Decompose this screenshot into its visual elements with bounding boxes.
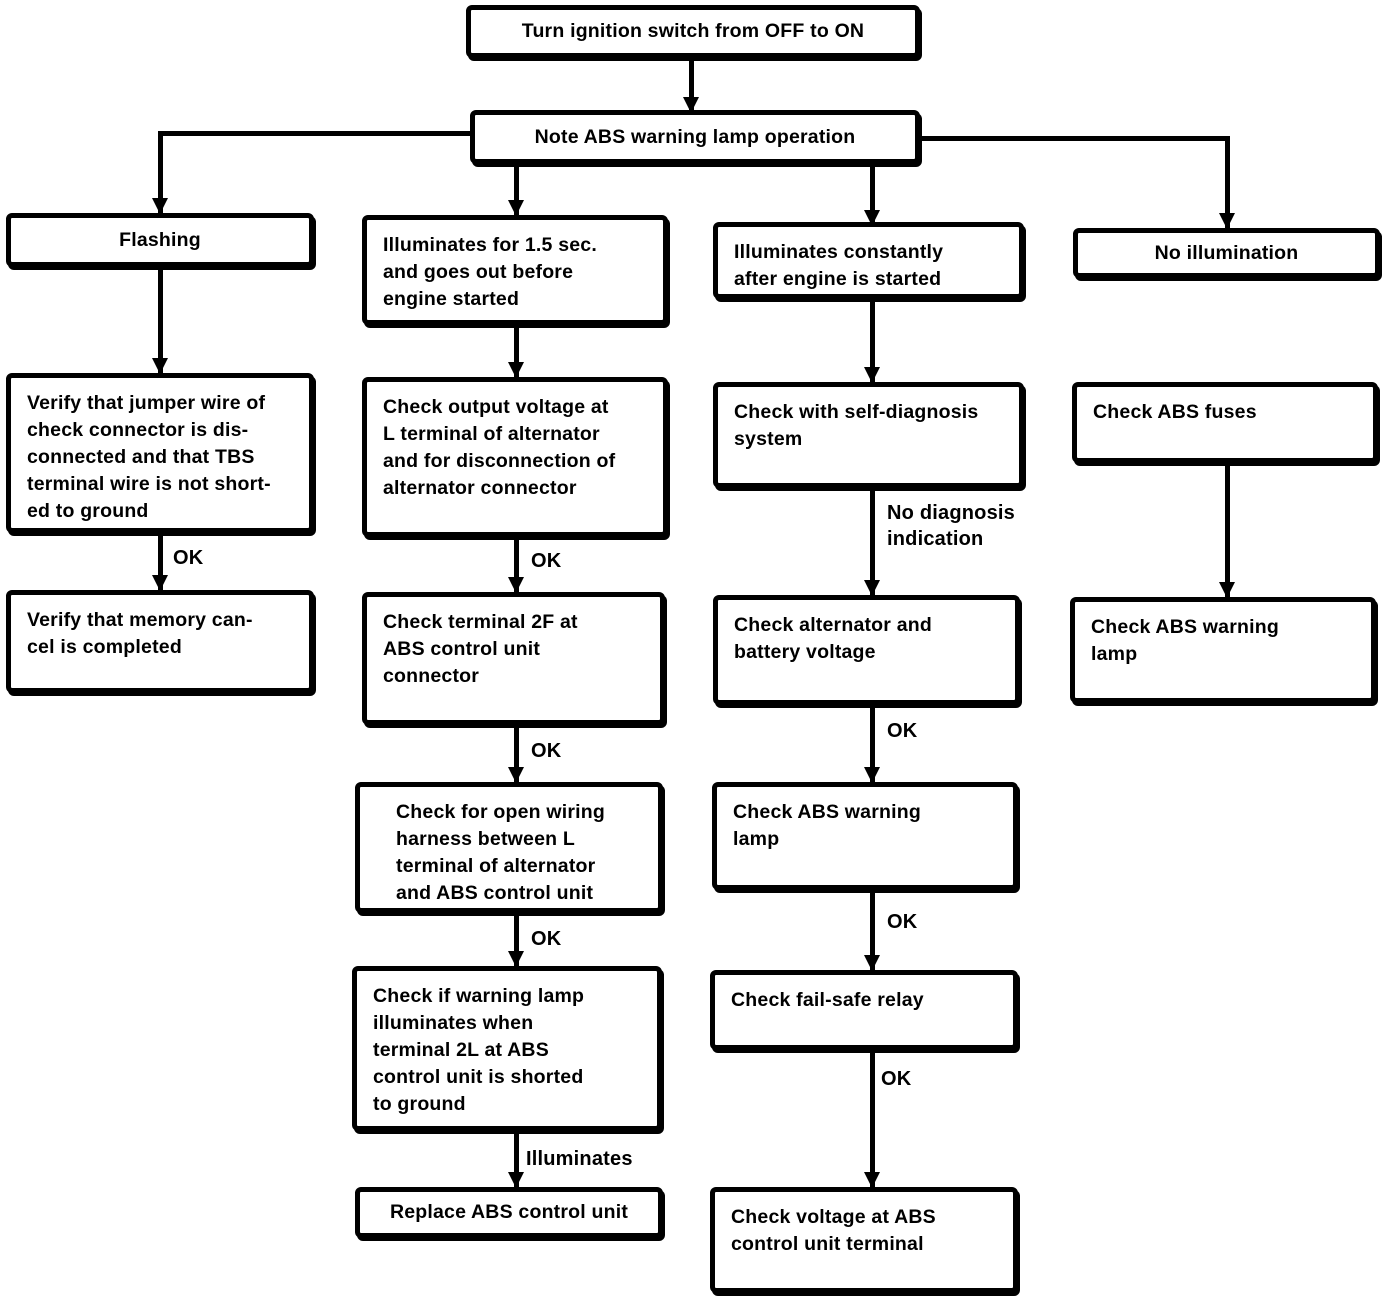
- connector-line: [870, 890, 875, 970]
- connector-line: [158, 533, 163, 590]
- flow-node-check-self-diagnosis: Check with self-diagnosis system: [713, 382, 1024, 488]
- arrowhead-down-icon: [1219, 582, 1235, 598]
- flow-node-check-terminal-2f: Check terminal 2F at ABS control unit co…: [362, 592, 665, 725]
- arrowhead-down-icon: [864, 1172, 880, 1188]
- edge-label-ok: OK: [531, 550, 562, 572]
- flow-node-check-abs-fuses: Check ABS fuses: [1072, 382, 1378, 463]
- flow-node-check-warning-lamp-2l: Check if warning lamp illuminates when t…: [352, 966, 662, 1131]
- connector-line: [870, 705, 875, 782]
- flow-node-illuminates-constantly: Illuminates constantly after engine is s…: [713, 222, 1024, 299]
- edge-label-no-diagnosis: No diagnosis indication: [887, 502, 1015, 550]
- arrowhead-down-icon: [683, 97, 699, 113]
- arrowhead-down-icon: [152, 198, 168, 214]
- flow-node-check-abs-warning-lamp-3: Check ABS warning lamp: [712, 782, 1018, 890]
- flow-node-check-output-voltage: Check output voltage at L terminal of al…: [362, 377, 668, 537]
- arrowhead-down-icon: [508, 362, 524, 378]
- connector-line: [1225, 463, 1230, 597]
- flow-node-replace-abs-control-unit: Replace ABS control unit: [355, 1187, 663, 1238]
- flow-node-start: Turn ignition switch from OFF to ON: [466, 5, 920, 58]
- flow-node-check-voltage-abs-terminal: Check voltage at ABS control unit termin…: [710, 1187, 1018, 1293]
- connector-line: [1225, 136, 1230, 228]
- connector-line: [870, 164, 875, 225]
- flow-node-check-alternator-battery: Check alternator and battery voltage: [713, 595, 1020, 705]
- flow-node-verify-jumper-wire: Verify that jumper wire of check connect…: [6, 373, 314, 533]
- connector-line: [870, 488, 875, 595]
- connector-line: [158, 131, 163, 213]
- arrowhead-down-icon: [508, 1172, 524, 1188]
- connector-line: [160, 131, 470, 136]
- arrowhead-down-icon: [864, 210, 880, 226]
- edge-label-ok: OK: [887, 911, 918, 933]
- connector-line: [514, 537, 519, 592]
- edge-label-ok: OK: [531, 740, 562, 762]
- arrowhead-down-icon: [1219, 213, 1235, 229]
- connector-line: [514, 164, 519, 215]
- arrowhead-down-icon: [152, 575, 168, 591]
- arrowhead-down-icon: [508, 767, 524, 783]
- flow-node-check-fail-safe-relay: Check fail-safe relay: [710, 970, 1018, 1050]
- flow-node-illuminates-1-5-sec: Illuminates for 1.5 sec. and goes out be…: [362, 215, 668, 325]
- edge-label-ok: OK: [531, 928, 562, 950]
- connector-line: [514, 913, 519, 966]
- flow-node-flashing: Flashing: [6, 213, 314, 267]
- flow-node-no-illumination: No illumination: [1073, 228, 1380, 278]
- arrowhead-down-icon: [152, 358, 168, 374]
- arrowhead-down-icon: [508, 577, 524, 593]
- edge-label-ok: OK: [887, 720, 918, 742]
- flow-node-check-abs-warning-lamp-4: Check ABS warning lamp: [1070, 597, 1376, 703]
- edge-label-illuminates: Illuminates: [526, 1148, 633, 1170]
- flow-node-note-lamp-operation: Note ABS warning lamp operation: [470, 110, 920, 164]
- arrowhead-down-icon: [508, 200, 524, 216]
- flow-node-verify-memory-cancel: Verify that memory can- cel is completed: [6, 590, 314, 693]
- connector-line: [920, 136, 1227, 141]
- arrowhead-down-icon: [864, 580, 880, 596]
- connector-line: [514, 725, 519, 782]
- connector-line: [158, 267, 163, 373]
- arrowhead-down-icon: [864, 767, 880, 783]
- connector-line: [514, 325, 519, 377]
- arrowhead-down-icon: [864, 955, 880, 971]
- edge-label-ok: OK: [881, 1068, 912, 1090]
- arrowhead-down-icon: [864, 367, 880, 383]
- arrowhead-down-icon: [508, 951, 524, 967]
- edge-label-ok: OK: [173, 547, 204, 569]
- flow-node-check-open-wiring: Check for open wiring harness between L …: [355, 782, 663, 913]
- connector-line: [870, 1050, 875, 1187]
- connector-line: [689, 57, 694, 112]
- connector-line: [514, 1131, 519, 1187]
- connector-line: [870, 297, 875, 382]
